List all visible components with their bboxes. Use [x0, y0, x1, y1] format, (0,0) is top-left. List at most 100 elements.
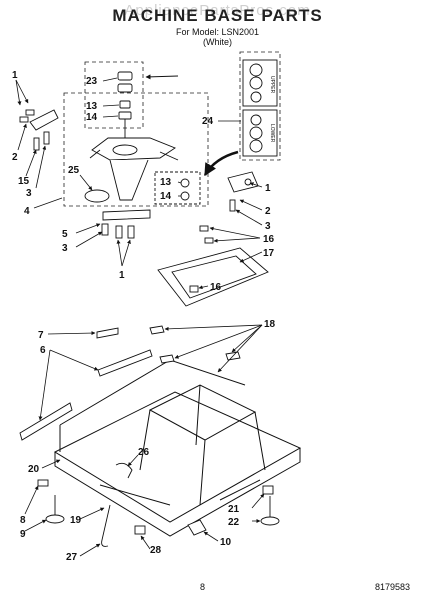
part-3-right [229, 199, 236, 212]
part-18-clip-b [159, 354, 175, 364]
bearing-lower-1 [250, 114, 262, 126]
leader-3c [75, 231, 103, 248]
group-frames [63, 51, 281, 207]
arrow-to-23 [145, 74, 179, 80]
bearing-upper-1 [249, 63, 263, 77]
callout-1-top-left: 1 [12, 70, 18, 81]
leader-6-2 [38, 349, 51, 421]
model-subtitle: For Model: LSN2001 [175, 27, 260, 37]
callout-13-upper: 13 [86, 101, 98, 112]
part-21-pad [262, 485, 274, 495]
part-16-clip-c [189, 285, 199, 293]
part-10-clip [187, 519, 207, 536]
part-3-nut [43, 131, 50, 145]
leader-3a [35, 145, 47, 189]
callout-27: 27 [66, 552, 78, 563]
kit-lower-box [242, 109, 278, 157]
callout-9: 9 [20, 529, 26, 540]
callout-3-left: 3 [26, 188, 32, 199]
left-bracket-parts [19, 109, 59, 151]
callout-14-upper: 14 [86, 112, 98, 123]
watermark: AppliancePartsPros.com [124, 2, 311, 19]
callout-10: 10 [220, 537, 232, 548]
leader-13b [177, 181, 182, 184]
callout-20: 20 [28, 464, 40, 475]
leader-1c-2 [121, 239, 131, 267]
callout-2-left: 2 [12, 152, 18, 163]
leader-6-1 [49, 349, 99, 371]
transmission-arm-left [89, 149, 101, 159]
transmission [84, 137, 201, 205]
transmission-lower-housing [109, 159, 149, 201]
part-3-nut-center [101, 223, 109, 236]
part-17-panel [157, 225, 269, 307]
bolt-left-b [25, 109, 35, 116]
callout-23: 23 [86, 76, 98, 87]
base-top-rail [59, 359, 246, 426]
part-1-bolt-a [115, 225, 123, 239]
leader-28 [140, 535, 151, 550]
leader-16a-2 [213, 237, 261, 243]
leader-20 [41, 459, 61, 469]
part-9-foot [45, 514, 65, 524]
callout-16-bottom: 16 [210, 282, 222, 293]
callout-3-center: 3 [62, 243, 68, 254]
leader-16b [198, 285, 209, 290]
callout-19: 19 [70, 515, 82, 526]
base-center-ring [148, 384, 257, 441]
frame-kit-24 [239, 51, 281, 161]
part-26-hook [115, 462, 133, 479]
bearing-lower-2 [249, 126, 263, 140]
right-bracket-parts [203, 150, 259, 212]
part-27-rod [101, 504, 111, 547]
bearing-lower-3 [249, 139, 263, 153]
part-1-bolt-b [127, 225, 135, 239]
callout-24: 24 [202, 116, 214, 127]
callout-numbers: 1 2 15 3 4 25 23 13 14 24 13 14 1 2 3 5 … [12, 70, 276, 563]
leader-7 [47, 331, 96, 336]
bolt-right [244, 178, 252, 186]
leader-18-2 [174, 324, 263, 359]
callout-3-right: 3 [265, 221, 271, 232]
leader-13a [102, 104, 120, 107]
callout-16-top: 16 [263, 234, 275, 245]
callout-26: 26 [138, 447, 150, 458]
part-14-lower [180, 191, 190, 201]
frame-seal-kit [154, 171, 201, 205]
callout-21: 21 [228, 504, 240, 515]
callout-17: 17 [263, 248, 275, 259]
callout-14-lower: 14 [160, 191, 172, 202]
part-23-cap [117, 71, 133, 81]
leader-8 [24, 485, 39, 515]
part-5-bracket [102, 209, 151, 221]
bracket-right [227, 171, 259, 193]
spline-parts [117, 71, 133, 138]
machine-base [53, 359, 302, 537]
page-title: MACHINE BASE PARTS [112, 6, 323, 25]
part-6-strap-left [19, 402, 73, 441]
leader-1b [249, 182, 263, 188]
leader-18-1 [164, 324, 263, 331]
leader-27 [79, 543, 101, 557]
leader-1a-1 [15, 79, 22, 106]
part-23-seal [117, 83, 133, 93]
callout-13-lower: 13 [160, 177, 172, 188]
frame-upper-agitator [84, 61, 144, 129]
kit-upper-box [242, 59, 278, 107]
leader-15 [25, 149, 37, 177]
leader-9 [24, 519, 47, 532]
bracket-left [29, 109, 59, 131]
callout-1-right: 1 [265, 183, 271, 194]
callout-1-center: 1 [119, 270, 125, 281]
leader-10 [203, 531, 219, 542]
base-legs [139, 384, 266, 506]
leader-26 [127, 454, 139, 467]
part-13-bearing [119, 100, 131, 109]
frame-transmission [63, 92, 209, 207]
transmission-hub [112, 144, 138, 156]
base-cross-braces [99, 479, 261, 506]
transmission-arm-right [159, 151, 179, 161]
leader-25 [79, 174, 93, 191]
leader-1c-1 [116, 239, 123, 267]
